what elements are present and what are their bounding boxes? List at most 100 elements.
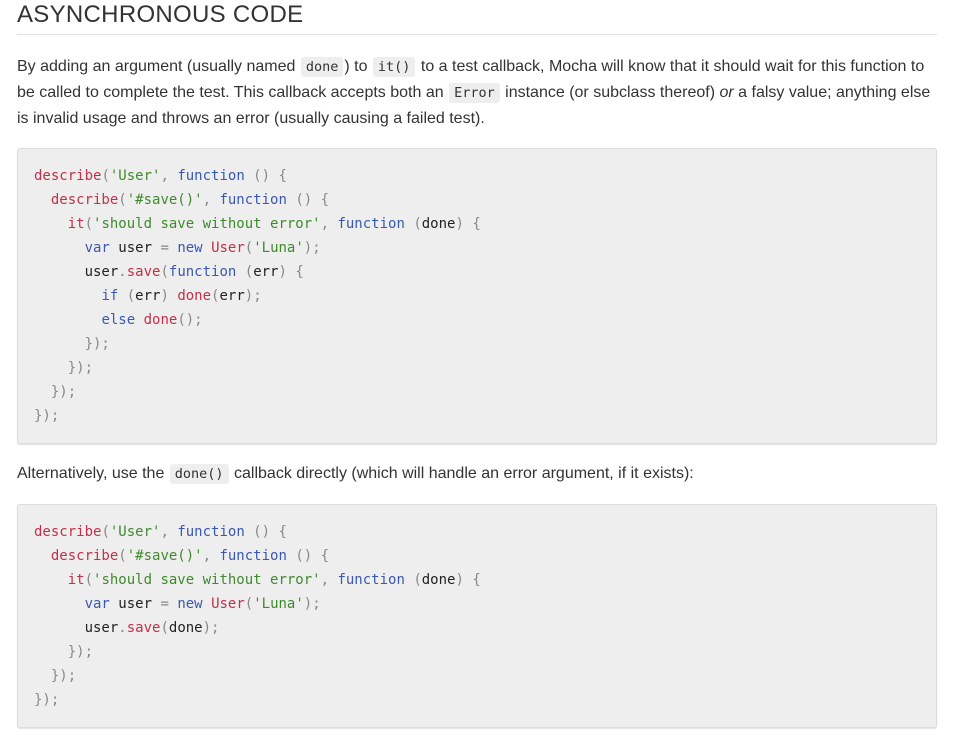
code-token: ,	[160, 168, 178, 184]
code-token: (	[84, 572, 94, 588]
code-token: User	[211, 596, 245, 612]
code-token: new	[177, 240, 203, 256]
intro-text: a falsy value; anything else is invalid …	[17, 84, 931, 127]
code-token: (	[101, 168, 110, 184]
code-token: });	[67, 644, 94, 660]
code-token: ) {	[455, 216, 481, 232]
intro-text: By adding an argument (usually named	[17, 58, 300, 75]
code-token: done	[421, 216, 456, 232]
intro-text: instance (or subclass thereof)	[500, 84, 720, 101]
code-token: (	[236, 264, 254, 280]
code-token: var	[84, 596, 110, 612]
code-token: (	[160, 264, 169, 280]
code-token: if	[101, 288, 119, 304]
emphasis-or: or	[719, 84, 734, 101]
code-token: (	[211, 288, 220, 304]
code-token: user	[84, 620, 119, 636]
section-heading: ASYNCHRONOUS CODE	[17, 1, 937, 35]
code-token: () {	[286, 192, 330, 208]
code-token: function	[177, 168, 245, 184]
code-token: .	[118, 264, 127, 280]
code-token: '#save()'	[126, 548, 203, 564]
alt-text: Alternatively, use the	[17, 465, 169, 482]
intro-text: ) to	[344, 58, 372, 75]
code-token: user	[109, 240, 161, 256]
code-token: var	[84, 240, 110, 256]
code-token: done	[143, 312, 178, 328]
code-token: err	[253, 264, 279, 280]
code-token: function	[177, 524, 245, 540]
code-token: (	[244, 596, 254, 612]
code-token: user	[84, 264, 119, 280]
alternative-paragraph: Alternatively, use the done() callback d…	[17, 461, 937, 487]
code-token: describe	[50, 548, 119, 564]
code-token: '#save()'	[126, 192, 203, 208]
code-token: 'User'	[109, 168, 161, 184]
code-token: function	[168, 264, 237, 280]
code-token: ) {	[455, 572, 481, 588]
code-token: () {	[244, 524, 287, 540]
intro-text: to a test callback, Mocha will know that…	[17, 58, 925, 101]
code-token: ) {	[278, 264, 304, 280]
code-token: });	[84, 336, 110, 352]
inline-code-it: it()	[372, 57, 416, 77]
code-token: );	[303, 596, 321, 612]
code-token: ,	[320, 216, 338, 232]
code-token: });	[50, 384, 77, 400]
code-token: (	[160, 620, 169, 636]
code-token: done	[177, 288, 212, 304]
code-token: it	[67, 216, 85, 232]
code-token: () {	[286, 548, 330, 564]
code-token: (	[244, 240, 254, 256]
code-token: User	[211, 240, 245, 256]
page-title: ASYNCHRONOUS CODE	[17, 1, 304, 28]
code-token: );	[244, 288, 262, 304]
code-token: save	[126, 264, 161, 280]
code-token: function	[219, 548, 287, 564]
code-token: 'should save without error'	[93, 216, 321, 232]
inline-code-error: Error	[449, 83, 500, 103]
code-token: =	[160, 596, 169, 612]
code-token: (	[118, 192, 127, 208]
code-token: 'should save without error'	[93, 572, 321, 588]
code-token: (	[84, 216, 94, 232]
code-token: ,	[202, 192, 220, 208]
intro-paragraph: By adding an argument (usually named don…	[17, 54, 937, 132]
code-token: done	[421, 572, 456, 588]
code-token: new	[177, 596, 203, 612]
code-token: ,	[202, 548, 220, 564]
code-token: 'Luna'	[253, 596, 304, 612]
code-token: );	[303, 240, 321, 256]
inline-code-done-call: done()	[169, 464, 229, 484]
code-token: )	[160, 288, 178, 304]
code-token: (	[404, 572, 422, 588]
code-token: });	[34, 692, 60, 708]
code-token: else	[101, 312, 136, 328]
code-token: (	[404, 216, 422, 232]
code-token: describe	[50, 192, 119, 208]
code-token: done	[168, 620, 203, 636]
code-token: =	[160, 240, 169, 256]
code-token: .	[118, 620, 127, 636]
code-token: function	[219, 192, 287, 208]
code-token: save	[126, 620, 161, 636]
alt-text: callback directly (which will handle an …	[229, 465, 694, 482]
code-token: (	[118, 288, 136, 304]
code-token: });	[50, 668, 77, 684]
code-token: function	[337, 572, 405, 588]
code-token: describe	[34, 168, 102, 184]
code-token: user	[109, 596, 161, 612]
code-token: describe	[34, 524, 102, 540]
code-token: });	[67, 360, 94, 376]
code-token: ,	[320, 572, 338, 588]
code-token: );	[202, 620, 220, 636]
code-token: 'User'	[109, 524, 161, 540]
code-token: ();	[177, 312, 203, 328]
code-listing: describe('User', function () { describe(…	[34, 164, 920, 428]
code-block-1[interactable]: describe('User', function () { describe(…	[17, 148, 937, 444]
code-token: function	[337, 216, 405, 232]
inline-code-done: done	[300, 57, 344, 77]
code-token: 'Luna'	[253, 240, 304, 256]
code-block-2[interactable]: describe('User', function () { describe(…	[17, 504, 937, 728]
code-token: (	[101, 524, 110, 540]
